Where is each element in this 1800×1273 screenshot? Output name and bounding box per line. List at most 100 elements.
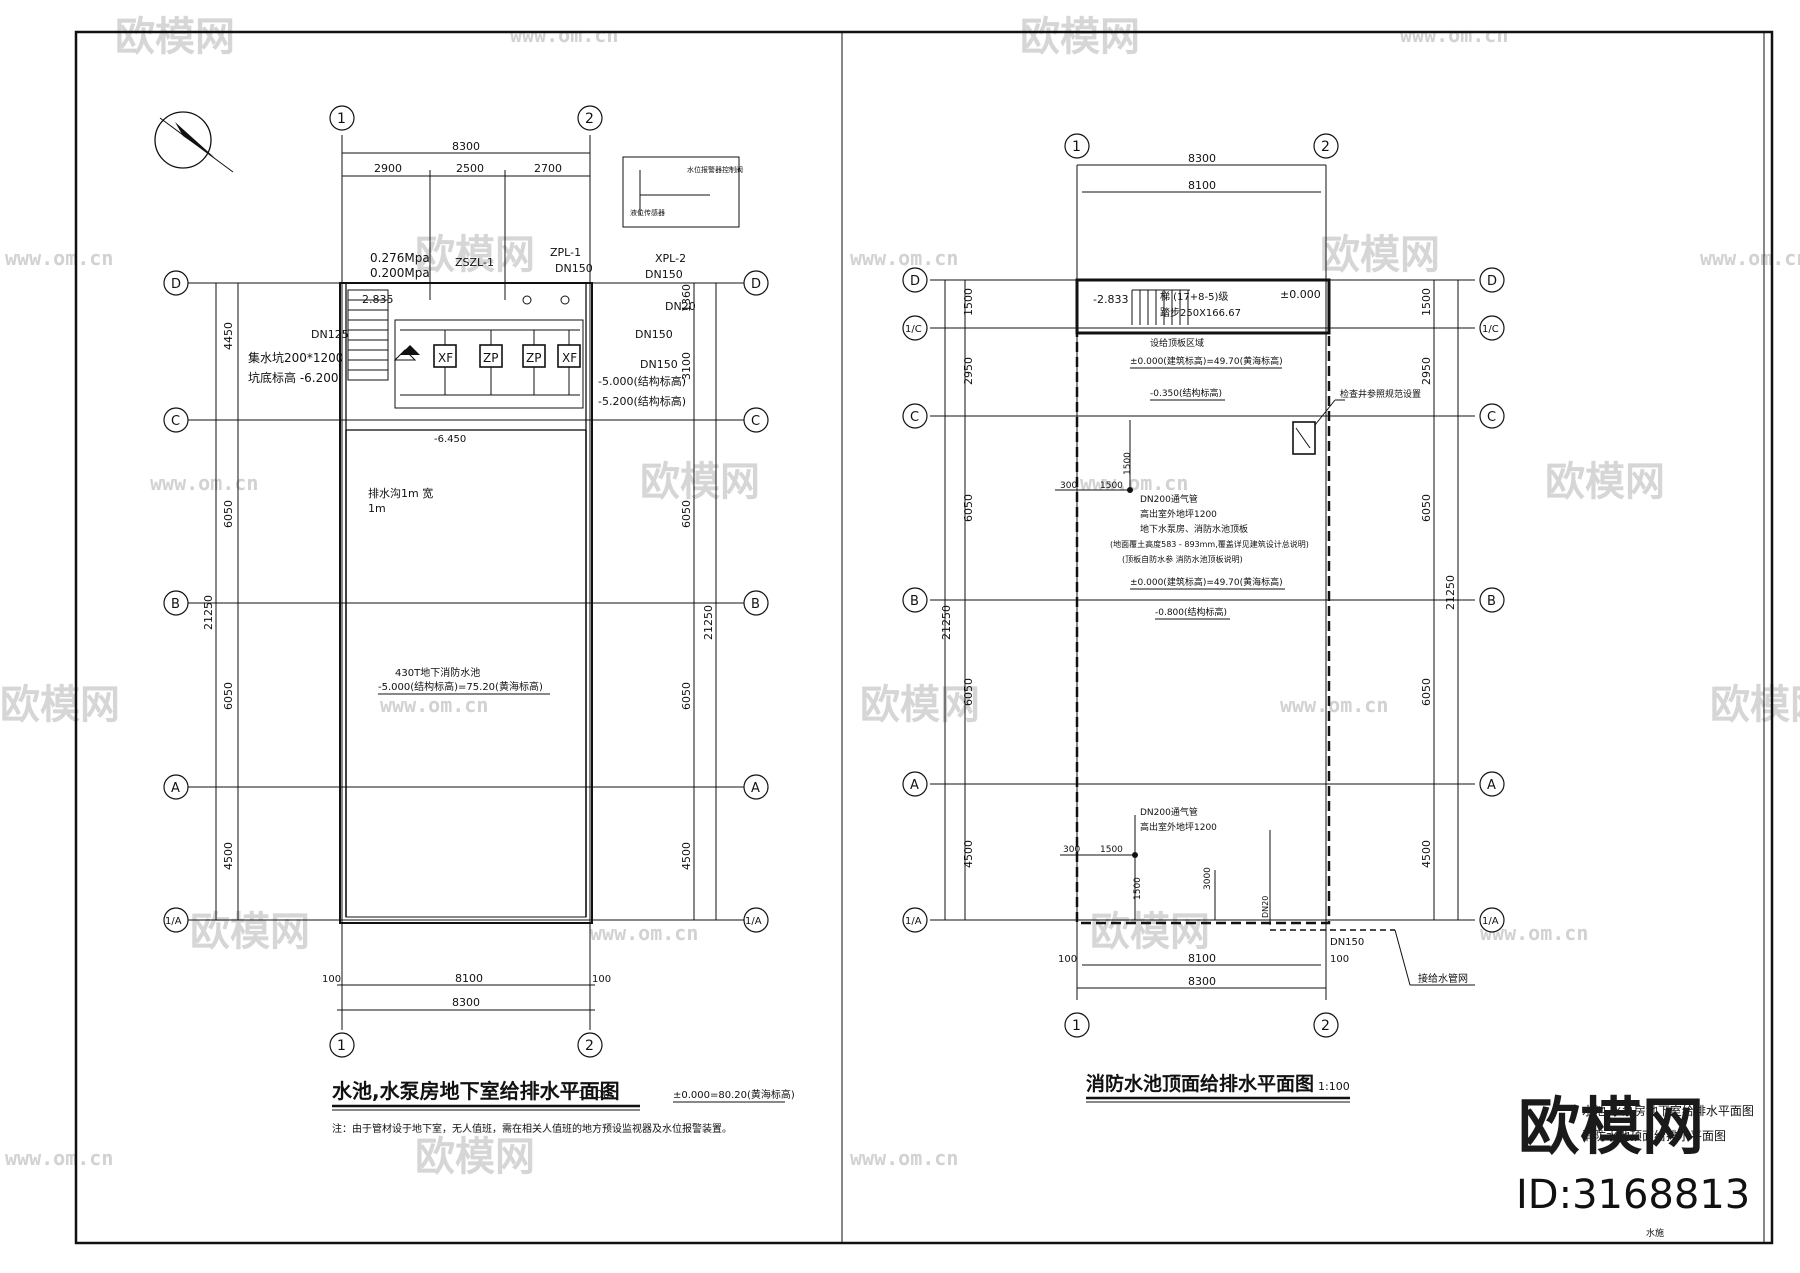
svg-text:ZP: ZP: [526, 351, 541, 365]
pump-room-stairs: [347, 289, 389, 381]
watermark-url: www.om.cn: [850, 1146, 958, 1170]
watermark-brand: 欧模网: [1020, 14, 1140, 60]
svg-text:100: 100: [1330, 954, 1349, 965]
sump-label: 集水坑200*1200: [248, 350, 343, 365]
watermark-brand: 欧模网: [115, 14, 235, 60]
roof-elev-1: ±0.000(建筑标高)=49.70(黄海标高): [1130, 355, 1283, 367]
svg-text:1/A: 1/A: [165, 916, 182, 927]
vent2-a: DN200通气管: [1140, 806, 1198, 818]
roof-elev-3: ±0.000(建筑标高)=49.70(黄海标高): [1130, 576, 1283, 588]
svg-text:2900: 2900: [374, 162, 402, 175]
watermark-brand: 欧模网: [640, 459, 760, 505]
pool-outline-dashed: [1075, 331, 1331, 925]
title-block: 水池,水泵房地下室给排水平面图 消防水池顶面给排水平面图 欧模网 ID:3168…: [1516, 1093, 1754, 1239]
pipe-legend: 水位报警器控制阀 液位传感器: [622, 156, 743, 228]
elev-right: ±0.000: [1280, 288, 1321, 301]
pipe-label-dn20: DN20: [665, 300, 696, 313]
svg-text:D: D: [1487, 274, 1497, 289]
vent-pipe-1: 300 1500 1500: [1055, 420, 1133, 493]
svg-text:2: 2: [585, 111, 594, 127]
left-plan-scale: 1:100: [578, 1088, 610, 1101]
svg-text:1360: 1360: [680, 284, 693, 312]
right-plan-scale: 1:100: [1318, 1080, 1350, 1093]
watermark-url: www.om.cn: [850, 246, 958, 270]
svg-text:4500: 4500: [962, 840, 975, 868]
svg-text:A: A: [1487, 778, 1496, 793]
watermark-url: www.om.cn: [1400, 23, 1508, 47]
svg-text:D: D: [910, 274, 920, 289]
right-dims-left: 1500 2950 6050 6050 4500 21250: [940, 280, 975, 920]
svg-text:1/A: 1/A: [905, 916, 922, 927]
drain-label: 排水沟1m 宽: [368, 486, 433, 500]
watermark-brand: 欧模网: [190, 909, 310, 955]
svg-text:XF: XF: [438, 351, 453, 365]
vent1-b: 高出室外地坪1200: [1140, 508, 1217, 520]
svg-text:8100: 8100: [1188, 179, 1216, 192]
svg-text:B: B: [1487, 594, 1496, 609]
svg-text:2500: 2500: [456, 162, 484, 175]
legend-line-1: 水位报警器控制阀: [687, 165, 743, 174]
pool-elevation: -5.000(结构标高)=75.20(黄海标高): [378, 680, 543, 693]
pipe-label-zszl1: ZSZL-1: [455, 256, 494, 269]
svg-text:300: 300: [1063, 845, 1080, 855]
svg-text:A: A: [751, 781, 760, 796]
watermark-badge-brand: 欧模网: [1518, 1093, 1704, 1162]
legend-line-2: 液位传感器: [630, 208, 665, 217]
svg-text:1/C: 1/C: [1482, 324, 1499, 335]
manhole-note: 检查井参照规范设置: [1340, 388, 1421, 400]
stair-label: 梯 (17+8-5)级: [1160, 290, 1228, 303]
left-plan-note: 注：由于管材设于地下室，无人值班，需在相关人值班的地方预设监视器及水位报警装置。: [332, 1122, 732, 1135]
dims-right: 1360 3100 6050 6050 4500 21250: [680, 283, 717, 920]
svg-text:6050: 6050: [1420, 678, 1433, 706]
svg-text:1: 1: [337, 1038, 346, 1054]
svg-text:6050: 6050: [680, 500, 693, 528]
left-plan-elevation-note: ±0.000=80.20(黄海标高): [673, 1088, 795, 1101]
svg-text:6050: 6050: [962, 678, 975, 706]
watermark-url: www.om.cn: [1080, 471, 1188, 495]
svg-text:4450: 4450: [222, 322, 235, 350]
svg-text:C: C: [910, 410, 919, 425]
pump-zp-2: ZP: [522, 344, 546, 368]
drain-sub: 1m: [368, 502, 386, 515]
svg-text:A: A: [910, 778, 919, 793]
svg-text:4500: 4500: [680, 842, 693, 870]
svg-text:8100: 8100: [455, 972, 483, 985]
title-block-line-2: 消防水池顶面给排水平面图: [1582, 1128, 1726, 1143]
dims-top: 8300 2900 2500 2700: [342, 140, 590, 300]
watermark-brand: 欧模网: [1090, 909, 1210, 955]
svg-text:4500: 4500: [1420, 840, 1433, 868]
title-block-line-1: 水池,水泵房地下室给排水平面图: [1582, 1103, 1754, 1118]
svg-text:8300: 8300: [452, 996, 480, 1009]
stair-sub: 踏步250X166.67: [1160, 306, 1241, 319]
svg-text:C: C: [1487, 410, 1496, 425]
north-arrow: [154, 111, 234, 173]
svg-text:A: A: [171, 781, 180, 796]
pressure-2: 0.200Mpa: [370, 266, 430, 280]
svg-text:B: B: [910, 594, 919, 609]
svg-text:C: C: [171, 414, 180, 429]
svg-text:1: 1: [337, 111, 346, 127]
pipe-label-zpl1: ZPL-1: [550, 246, 581, 259]
svg-text:8300: 8300: [452, 140, 480, 153]
sheet-border: [74, 30, 1774, 1245]
svg-text:300: 300: [1060, 481, 1077, 491]
svg-text:6050: 6050: [680, 682, 693, 710]
vent-pipe-2: 300 1500 1500 3000 DN20: [1060, 815, 1271, 925]
svg-text:21250: 21250: [940, 605, 953, 640]
svg-text:B: B: [171, 597, 180, 612]
vent1-c: 地下水泵房、消防水池顶板: [1140, 523, 1248, 535]
watermark-brand: 欧模网: [860, 682, 980, 728]
svg-text:100: 100: [592, 974, 611, 985]
svg-text:DN20: DN20: [1261, 896, 1270, 918]
watermark-url: www.om.cn: [380, 693, 488, 717]
vent2-b: 高出室外地坪1200: [1140, 821, 1217, 833]
roof-label: 设给顶板区域: [1150, 337, 1204, 349]
roof-elev-4: -0.800(结构标高): [1155, 606, 1227, 618]
svg-text:1500: 1500: [1100, 481, 1123, 491]
elev-2835: -2.835: [358, 293, 393, 306]
watermark-id: ID:3168813: [1516, 1172, 1750, 1218]
svg-text:2950: 2950: [1420, 357, 1433, 385]
elev-5000: -5.000(结构标高): [598, 374, 686, 388]
svg-text:1500: 1500: [1100, 845, 1123, 855]
